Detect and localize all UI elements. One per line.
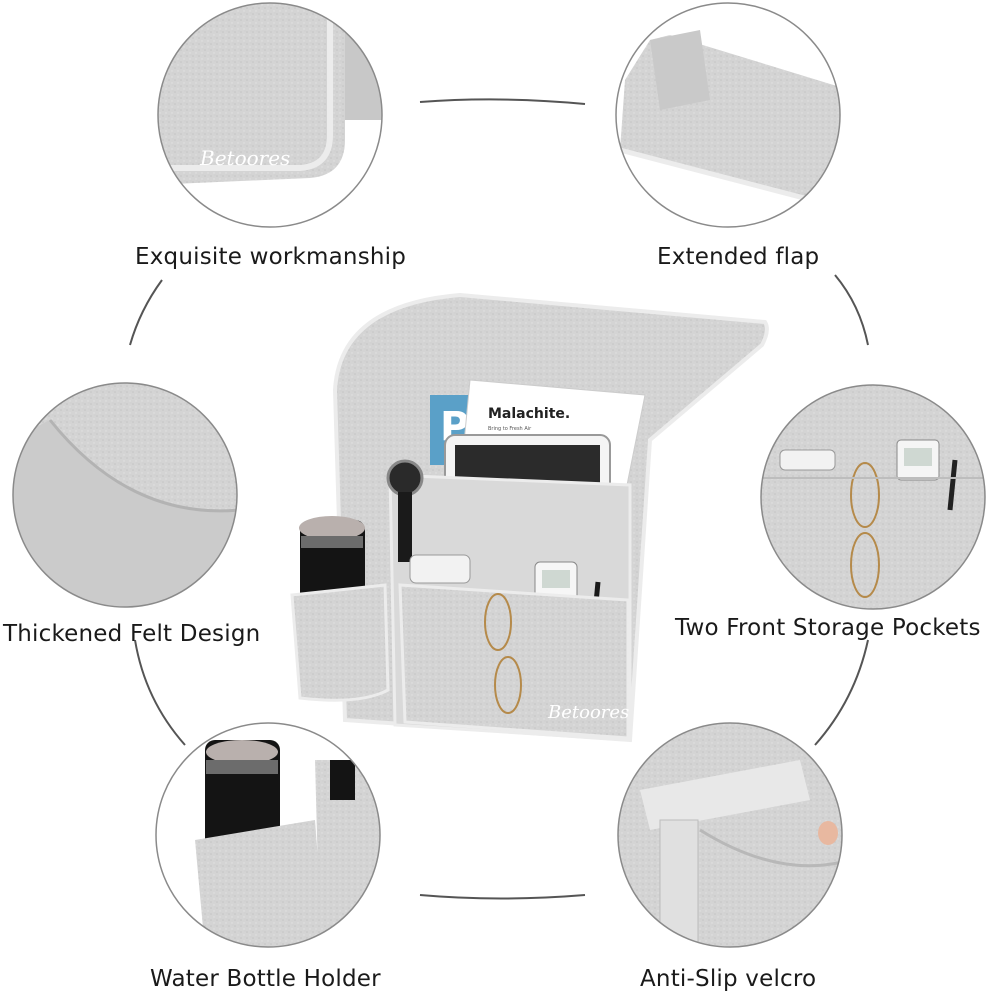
bottle-holder — [290, 516, 390, 702]
detail-circle-flap — [615, 2, 841, 228]
detail-circle-workmanship: Betoores — [157, 2, 383, 228]
feature-label-velcro: Anti-Slip velcro — [640, 966, 817, 992]
magazine-subtitle: Bring to Fresh Air — [488, 426, 532, 432]
feature-label-flap: Extended flap — [657, 244, 820, 270]
feature-label-pockets: Two Front Storage Pockets — [675, 615, 981, 641]
detail-circle-felt — [12, 382, 238, 608]
detail-circle-velcro — [617, 722, 843, 948]
detail-circle-pockets — [760, 384, 986, 610]
feature-label-felt: Thickened Felt Design — [3, 621, 261, 647]
magazine-title: Malachite. — [488, 406, 570, 422]
brand-logo-center: Betoores — [547, 702, 629, 723]
watch — [386, 459, 424, 497]
brand-logo: Betoores — [199, 146, 290, 170]
feature-label-workmanship: Exquisite workmanship — [135, 244, 407, 270]
feature-label-bottle: Water Bottle Holder — [150, 966, 381, 992]
detail-circle-bottle — [155, 722, 381, 948]
connector-arcs — [129, 98, 869, 900]
phone — [409, 554, 471, 584]
glasses — [484, 593, 512, 651]
bedside-caddy: P Malachite. Bring to Fresh Air — [290, 292, 769, 743]
